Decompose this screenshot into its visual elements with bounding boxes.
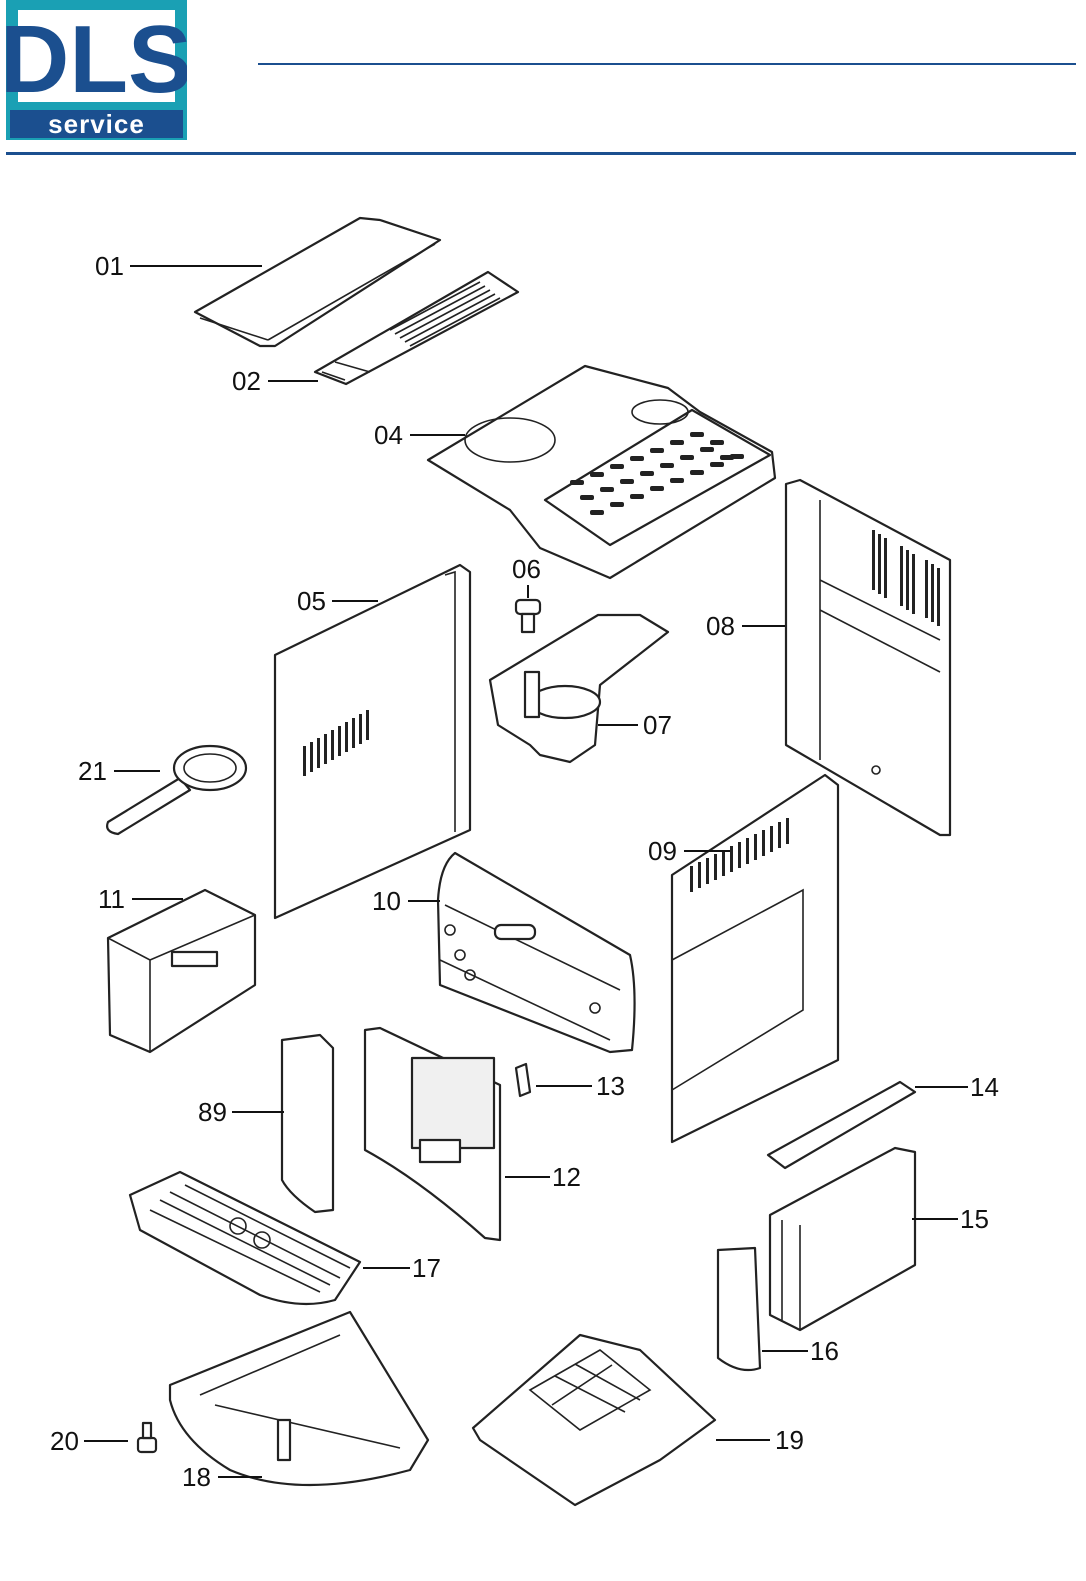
part-17-drip-grid (128, 1170, 362, 1306)
logo-brand-text: DLS (6, 6, 187, 110)
label-10: 10 (372, 886, 401, 916)
part-08-rear-panel (784, 478, 952, 837)
label-07: 07 (643, 710, 672, 740)
label-18: 18 (182, 1462, 211, 1492)
label-11: 11 (98, 884, 125, 914)
label-04: 04 (374, 420, 403, 450)
part-10-control-panel (436, 851, 636, 1054)
dls-logo-mark: DLS (6, 6, 187, 110)
part-13-clip (514, 1062, 532, 1098)
part-20-foot (136, 1421, 158, 1454)
header-rule-top (258, 63, 1076, 65)
label-17: 17 (412, 1253, 441, 1283)
part-89-side-column (280, 1033, 335, 1214)
label-20: 20 (50, 1426, 79, 1456)
label-15: 15 (960, 1204, 989, 1234)
label-14: 14 (970, 1072, 999, 1102)
part-15-water-tank (768, 1146, 917, 1332)
part-01-lid (193, 216, 442, 348)
label-01: 01 (95, 251, 124, 281)
label-05: 05 (297, 586, 326, 616)
header-rule-bottom (6, 152, 1076, 155)
label-02: 02 (232, 366, 261, 396)
label-09: 09 (648, 836, 677, 866)
part-18-drip-tray (168, 1310, 430, 1487)
label-21: 21 (78, 756, 107, 786)
label-12: 12 (552, 1162, 581, 1192)
part-05-left-side-panel (273, 563, 472, 920)
label-08: 08 (706, 611, 735, 641)
logo-subtitle: service (10, 110, 183, 138)
part-14-strip (766, 1080, 917, 1170)
part-11-grounds-container (106, 888, 257, 1054)
label-89: 89 (198, 1097, 227, 1127)
part-12-brew-housing (363, 1026, 502, 1242)
part-19-base (471, 1333, 717, 1507)
label-19: 19 (775, 1425, 804, 1455)
part-09-right-side-panel (670, 773, 840, 1144)
part-16-side-cover (716, 1246, 762, 1372)
part-04-top-frame (426, 364, 777, 580)
part-06-knob (514, 598, 542, 634)
part-07-funnel (488, 613, 670, 764)
part-21-measuring-scoop (106, 744, 248, 836)
dls-service-logo: DLS service (6, 0, 187, 140)
label-06: 06 (512, 554, 541, 584)
part-02-grille-strip (313, 270, 520, 386)
label-16: 16 (810, 1336, 839, 1366)
label-13: 13 (596, 1071, 625, 1101)
